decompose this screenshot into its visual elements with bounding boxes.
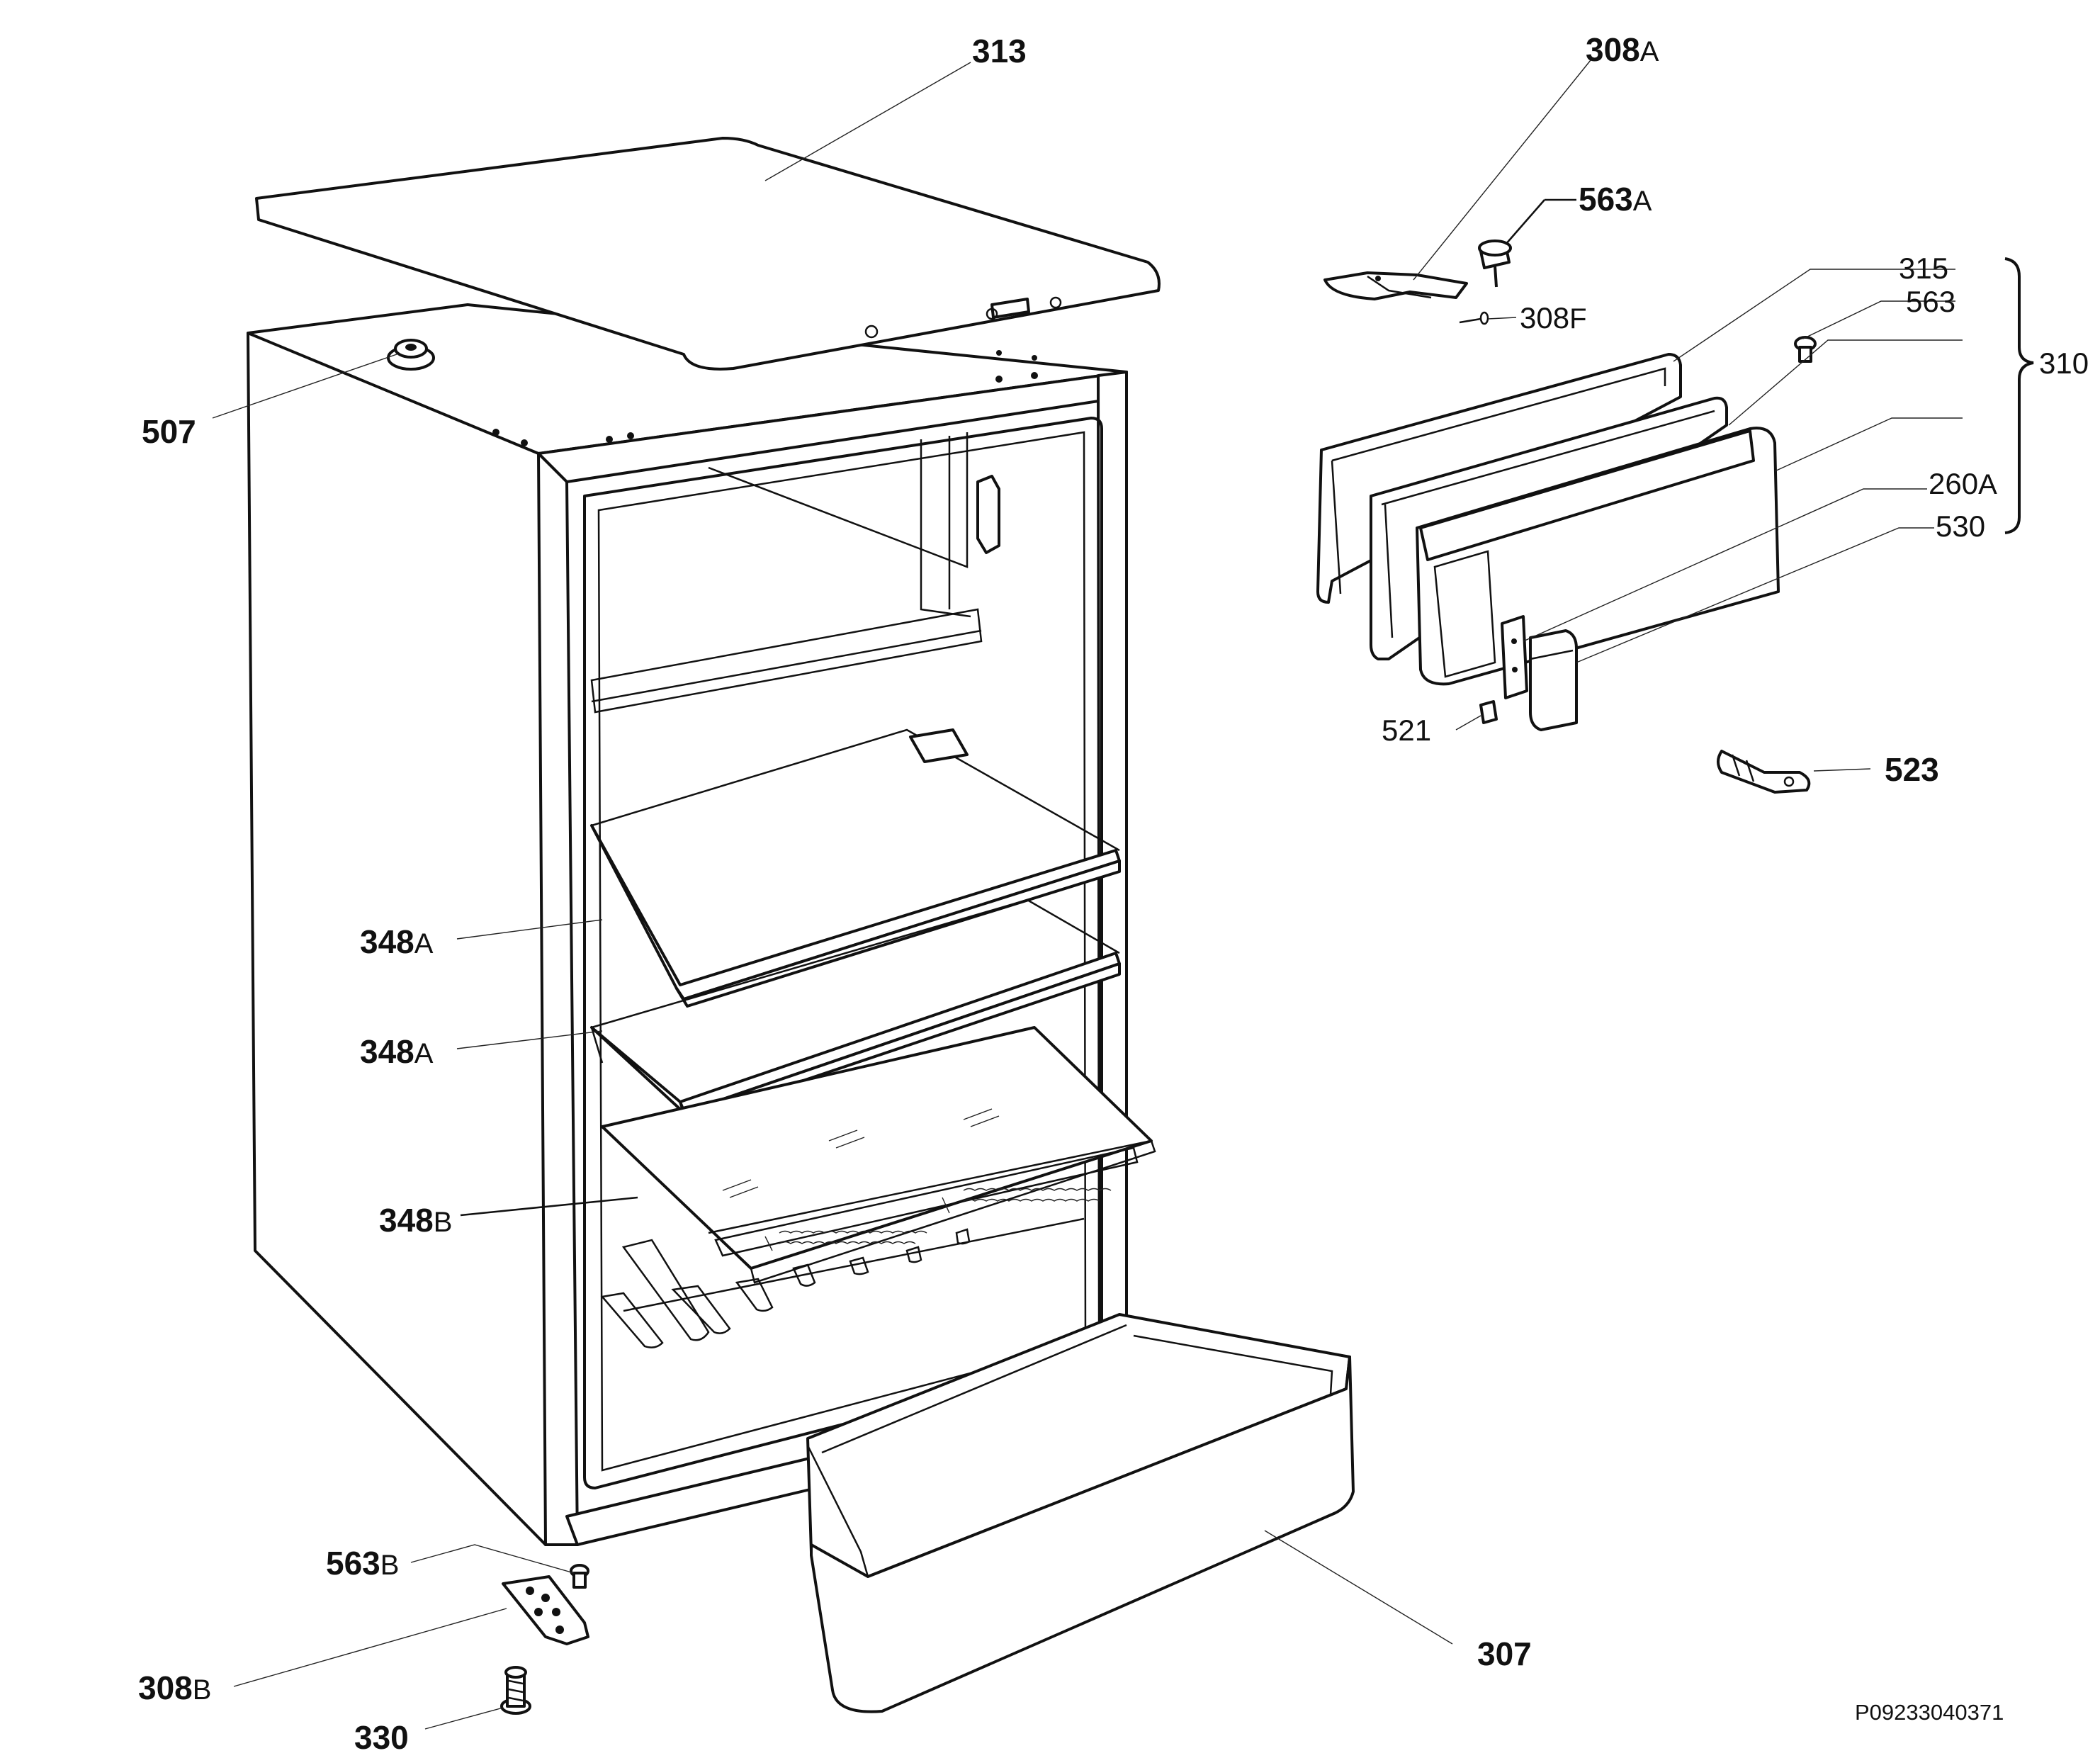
label-307: 307 [1477, 1635, 1532, 1672]
label-310: 310 [2039, 346, 2089, 380]
label-530: 530 [1936, 509, 1985, 543]
label-308f: 308F [1520, 301, 1587, 334]
drawing-code: P09233040371 [1855, 1700, 2004, 1725]
label-308a: 308A [1586, 31, 1659, 68]
hinge-bracket-308a [1323, 271, 1468, 300]
door-front-310 [1416, 427, 1780, 686]
pin-308f [1459, 311, 1489, 325]
label-348b: 348B [379, 1202, 452, 1239]
label-330: 330 [354, 1719, 409, 1756]
label-315: 315 [1899, 252, 1948, 285]
leader-lines [212, 60, 1963, 1730]
label-260a: 260A [1929, 467, 1997, 500]
label-313: 313 [972, 33, 1027, 69]
label-348a-upper: 348A [360, 923, 434, 960]
door-bin-307 [806, 1313, 1355, 1713]
plug-507 [387, 339, 435, 371]
label-563: 563 [1906, 285, 1955, 318]
screw-563a [1478, 240, 1512, 288]
foot-330 [500, 1666, 531, 1715]
top-cover-313 [255, 137, 1161, 371]
hinge-bracket-308b [502, 1575, 589, 1645]
shelf-code-strip [714, 1146, 1139, 1257]
part-labels: 313 308A 563A 308F 315 563 310 260A 530 … [138, 31, 2089, 1756]
label-308b: 308B [138, 1669, 211, 1706]
label-507: 507 [142, 413, 196, 450]
screw-563 [1794, 336, 1817, 363]
label-523: 523 [1885, 751, 1939, 788]
hinge-260a [1501, 615, 1528, 699]
screw-563b [570, 1564, 589, 1589]
label-563b: 563B [326, 1545, 399, 1582]
latch-523 [1717, 750, 1811, 794]
label-521: 521 [1382, 714, 1431, 747]
label-348a-lower: 348A [360, 1033, 434, 1070]
handle-530 [1529, 629, 1578, 731]
group-bracket-310 [2004, 257, 2034, 534]
clip-521 [1479, 700, 1498, 724]
label-563a: 563A [1579, 181, 1652, 218]
